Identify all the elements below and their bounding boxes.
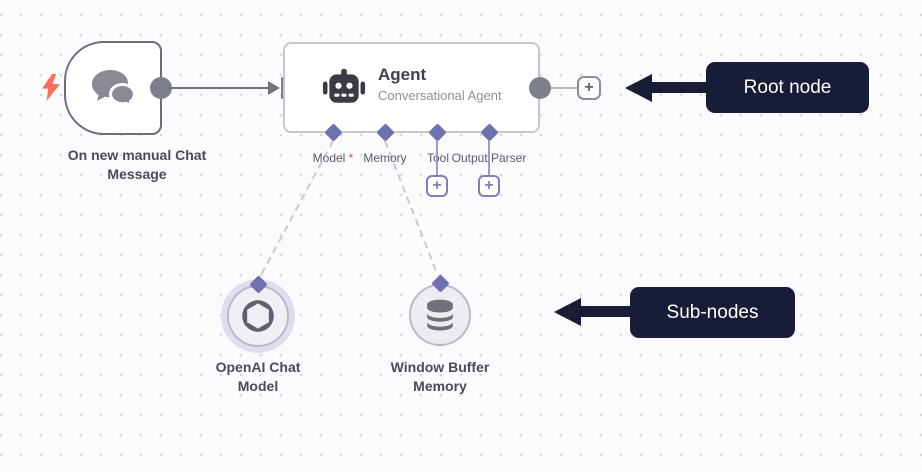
window-buffer-memory-node[interactable] (409, 284, 471, 346)
add-tool-button[interactable]: + (426, 175, 448, 197)
port-model-label: Model * (312, 151, 354, 165)
database-icon (427, 299, 453, 331)
add-output-parser-button[interactable]: + (478, 175, 500, 197)
trigger-output-endpoint[interactable] (150, 77, 172, 99)
root-node-callout: Root node (706, 62, 869, 113)
connection-arrowhead (268, 81, 280, 95)
agent-output-stub (551, 87, 578, 89)
root-node-arrow-shaft (651, 82, 707, 93)
output-parser-port-stub (488, 140, 490, 175)
tool-port-stub (436, 140, 438, 175)
agent-node-title: Agent (378, 65, 427, 84)
robot-icon (322, 68, 366, 103)
sub-nodes-callout: Sub-nodes (630, 287, 795, 338)
agent-node[interactable]: Agent Conversational Agent (283, 42, 540, 133)
openai-logo-icon (242, 300, 274, 332)
connection-trigger-agent[interactable] (168, 87, 270, 89)
trigger-node[interactable] (64, 41, 162, 135)
port-memory-label: Memory (363, 151, 407, 165)
required-marker: * (348, 151, 354, 165)
add-next-node-button[interactable]: + (577, 76, 601, 100)
port-tool-label: Tool (426, 151, 450, 165)
sub-nodes-arrow-shaft (580, 306, 631, 317)
openai-node-label: OpenAI Chat Model (215, 359, 301, 394)
agent-output-endpoint[interactable] (529, 77, 551, 99)
memory-node-label: Window Buffer Memory (390, 359, 490, 394)
trigger-node-label: On new manual Chat Message (67, 147, 207, 182)
trigger-bolt-icon (42, 74, 60, 101)
root-node-arrow-head (625, 74, 652, 102)
agent-node-subtitle: Conversational Agent (378, 88, 502, 103)
sub-nodes-arrow-head (554, 298, 581, 326)
chat-bubbles-icon (92, 70, 136, 109)
openai-chat-model-node[interactable] (227, 285, 289, 347)
